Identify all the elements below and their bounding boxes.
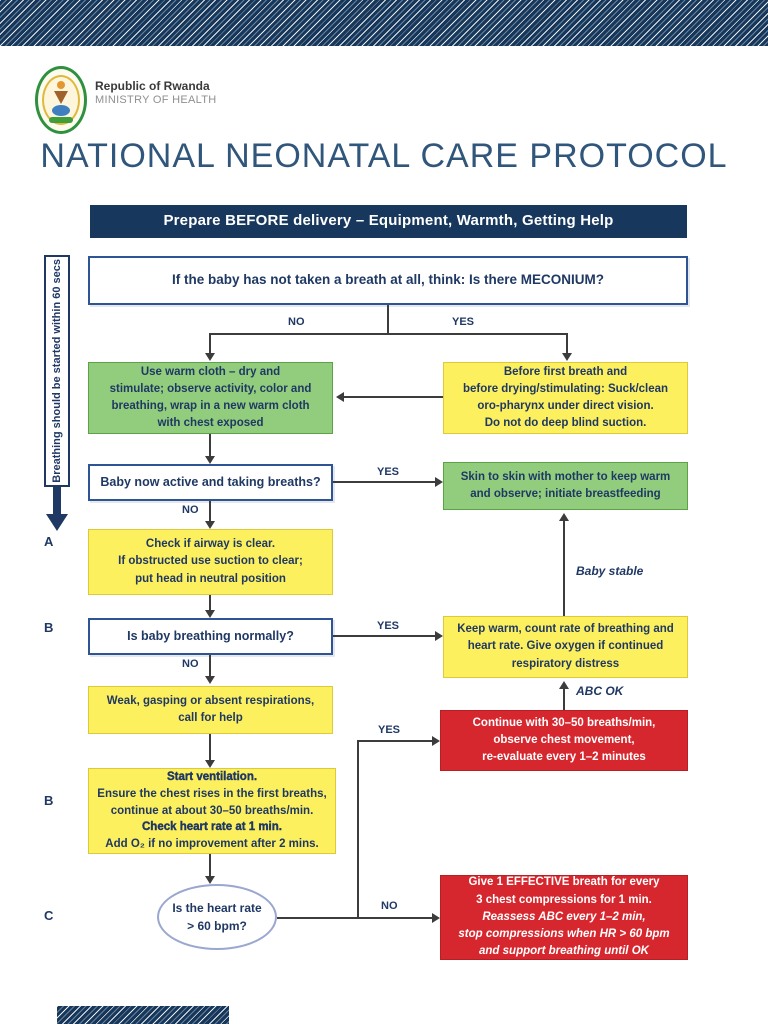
warm-cloth-box: Use warm cloth – dry and stimulate; obse… (88, 362, 333, 434)
flow-line (209, 434, 211, 457)
flow-line (357, 740, 359, 919)
meconium-question-box: If the baby has not taken a breath at al… (88, 256, 688, 305)
arrow-head (559, 678, 569, 689)
start-ventilation-box: Start ventilation. Ensure the chest rise… (88, 768, 336, 854)
check-airway-box: Check if airway is clear. If obstructed … (88, 529, 333, 595)
arrow-head (432, 913, 443, 923)
label-yes-meconium: YES (452, 316, 475, 328)
flow-line (566, 333, 568, 353)
heart-rate-decision-ellipse: Is the heart rate > 60 bpm? (157, 884, 277, 950)
org-department: MINISTRY OF HEALTH (95, 94, 217, 106)
arrow-head (205, 876, 215, 887)
logo-sun-icon (57, 81, 65, 89)
effective-breath-box: Give 1 EFFECTIVE breath for every 3 ches… (440, 875, 688, 960)
arrow-head (333, 392, 344, 402)
flow-line (209, 501, 211, 521)
step-letter-a: A (44, 534, 54, 549)
flow-line (209, 595, 211, 611)
label-yes-heart-rate: YES (378, 724, 401, 736)
flow-line (563, 518, 565, 616)
logo-banner-icon (49, 117, 73, 123)
sidebar-arrow-down-icon (46, 514, 68, 531)
bottom-banner-stripes (57, 1006, 229, 1024)
arrow-head (435, 477, 446, 487)
page-title: NATIONAL NEONATAL CARE PROTOCOL (40, 137, 728, 175)
top-banner-stripes (0, 0, 768, 46)
flow-line (209, 655, 211, 676)
arrow-head (205, 521, 215, 532)
label-no-heart-rate: NO (381, 900, 398, 912)
annotation-abc-ok: ABC OK (576, 684, 624, 698)
skin-to-skin-box: Skin to skin with mother to keep warm an… (443, 462, 688, 510)
flow-line (341, 396, 443, 398)
arrow-head (205, 676, 215, 687)
breathing-timer-label: Breathing should be started within 60 se… (51, 259, 63, 483)
breathing-normally-question-box: Is baby breathing normally? (88, 618, 333, 655)
step-letter-b1: B (44, 620, 54, 635)
arrow-head (562, 353, 572, 364)
annotation-baby-stable: Baby stable (576, 564, 644, 578)
effective-breath-italic: Reassess ABC every 1–2 min, stop compres… (458, 910, 670, 958)
baby-active-question-box: Baby now active and taking breaths? (88, 464, 333, 501)
flow-line (357, 740, 432, 742)
arrow-head (205, 456, 215, 467)
label-no-baby-active: NO (182, 504, 199, 516)
check-heart-rate-line: Check heart rate at 1 min. (142, 821, 282, 834)
org-name: Republic of Rwanda (95, 79, 210, 93)
before-first-breath-box: Before first breath and before drying/st… (443, 362, 688, 434)
arrow-head (432, 736, 443, 746)
flow-line (209, 854, 211, 876)
flow-line (209, 734, 211, 760)
flow-line (333, 635, 435, 637)
weak-gasping-box: Weak, gasping or absent respirations, ca… (88, 686, 333, 734)
start-ventilation-body: Ensure the chest rises in the first brea… (97, 788, 327, 817)
logo-basket-icon (54, 91, 68, 104)
arrow-head (205, 353, 215, 364)
arrow-head (559, 510, 569, 521)
label-yes-breathing: YES (377, 620, 400, 632)
flow-line (210, 333, 567, 335)
start-ventilation-title: Start ventilation. (166, 771, 258, 784)
breathing-timer-sidebar: Breathing should be started within 60 se… (44, 255, 70, 487)
keep-warm-box: Keep warm, count rate of breathing and h… (443, 616, 688, 678)
flow-line (333, 481, 435, 483)
flow-line (387, 305, 389, 334)
step-letter-b2: B (44, 793, 54, 808)
flow-line (277, 917, 432, 919)
prepare-before-delivery-banner: Prepare BEFORE delivery – Equipment, War… (90, 205, 687, 238)
label-no-meconium: NO (288, 316, 305, 328)
rwanda-coat-of-arms (35, 66, 87, 134)
arrow-head (435, 631, 446, 641)
arrow-head (205, 760, 215, 771)
continue-breaths-box: Continue with 30–50 breaths/min, observe… (440, 710, 688, 771)
label-no-breathing: NO (182, 658, 199, 670)
logo-wheel-icon (52, 105, 70, 116)
label-yes-baby-active: YES (377, 466, 400, 478)
effective-breath-top: Give 1 EFFECTIVE breath for every 3 ches… (468, 876, 660, 906)
flow-line (563, 686, 565, 710)
add-oxygen-line: Add O₂ if no improvement after 2 mins. (105, 838, 319, 851)
arrow-head (205, 610, 215, 621)
step-letter-c: C (44, 908, 54, 923)
flow-line (209, 333, 211, 353)
sidebar-arrow-shaft (53, 487, 61, 514)
